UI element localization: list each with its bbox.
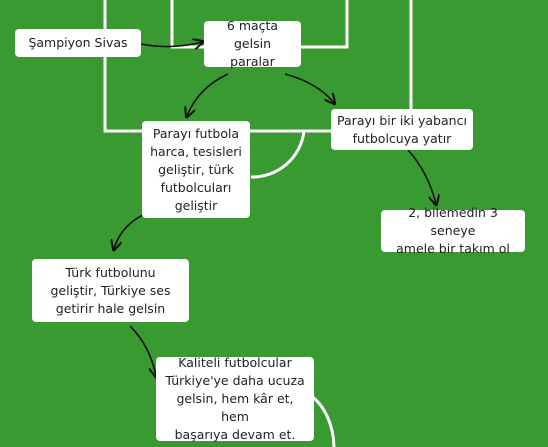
node-six-games: 6 maçta gelsin paralar: [204, 18, 301, 69]
node-spend-football: Parayı futbola harca, tesisleri geliştir…: [142, 121, 250, 218]
penalty-area-line: [103, 0, 413, 133]
penalty-arc-line: [250, 130, 306, 179]
node-champion: Şampiyon Sivas: [15, 29, 141, 57]
node-amateur-team: 2, bilemedin 3 seneye amele bir takım ol: [381, 205, 525, 256]
node-quality-players: Kaliteli futbolcular Türkiye'ye daha ucu…: [156, 355, 314, 442]
center-circle-line: [309, 393, 336, 447]
node-foreign-players: Parayı bir iki yabancı futbolcuya yatır: [331, 109, 473, 150]
node-develop-turkish: Türk futbolunu geliştir, Türkiye ses get…: [32, 259, 189, 322]
